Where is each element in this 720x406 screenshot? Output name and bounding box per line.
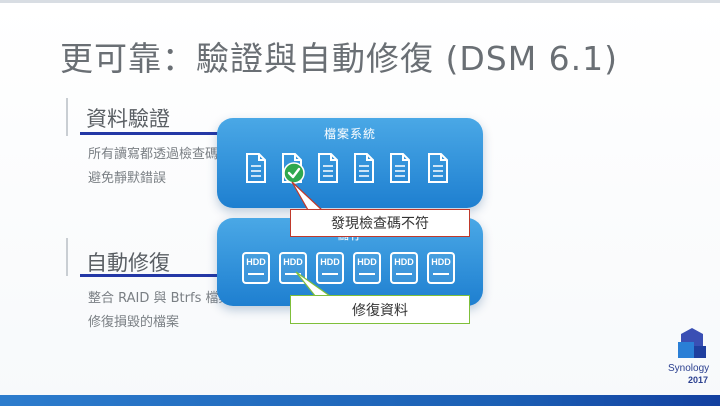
hdd-slot [248, 273, 264, 278]
footer-bar [0, 395, 720, 406]
hdd-icon: HDD [427, 252, 455, 284]
slide-title: 更可靠：驗證與自動修復 (DSM 6.1) [60, 39, 619, 78]
hdd-label: HDD [283, 257, 303, 267]
checksum-mismatch-text: 發現檢查碼不符 [331, 216, 429, 232]
section1-heading: 資料驗證 [86, 107, 170, 131]
hdd-label: HDD [431, 257, 451, 267]
hdd-icon: HDD [242, 252, 270, 284]
brand-name: Synology [668, 363, 710, 374]
hdd-icon: HDD [316, 252, 344, 284]
section2-accent-bar [66, 238, 68, 276]
checksum-mismatch-callout: 發現檢查碼不符 [290, 209, 470, 237]
filesystem-panel: 檔案系統 [217, 118, 483, 208]
section1-line2: 避免靜默錯誤 [88, 171, 167, 186]
repair-data-text: 修復資料 [352, 302, 408, 319]
hdd-label: HDD [246, 257, 266, 267]
hdd-slot [322, 273, 338, 278]
hdd-label: HDD [320, 257, 340, 267]
repair-data-callout: 修復資料 [290, 295, 470, 324]
section1-underline [80, 132, 293, 135]
top-divider [0, 0, 720, 3]
hdd-slot [433, 273, 449, 278]
document-icon [354, 153, 374, 183]
document-icon [318, 153, 338, 183]
hdd-slot [396, 273, 412, 278]
hdd-slot [285, 273, 301, 278]
section2-heading: 自動修復 [86, 251, 170, 275]
brand-year: 2017 [688, 375, 709, 385]
hdd-slot [359, 273, 375, 278]
section2-line2: 修復損毀的檔案 [88, 315, 180, 330]
document-icon [428, 153, 448, 183]
document-icon [390, 153, 410, 183]
hdd-label: HDD [357, 257, 377, 267]
hdd-icon: HDD [279, 252, 307, 284]
checkmark-icon [283, 162, 305, 184]
hdd-icon: HDD [353, 252, 381, 284]
section2-underline [80, 274, 293, 277]
hdd-icon: HDD [390, 252, 418, 284]
synology-logo [678, 328, 706, 358]
filesystem-panel-title: 檔案系統 [323, 127, 376, 141]
hdd-label: HDD [394, 257, 414, 267]
document-icon [246, 153, 266, 183]
section1-accent-bar [66, 98, 68, 136]
